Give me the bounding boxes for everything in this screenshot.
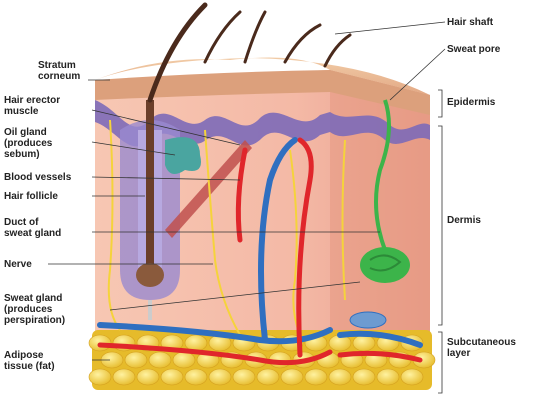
right-leader-lines: [334, 21, 446, 394]
label-epidermis: Epidermis: [447, 97, 496, 108]
label-nerve: Nerve: [4, 259, 32, 270]
label-sweat-pore: Sweat pore: [447, 44, 501, 55]
pacinian-corpuscle: [349, 311, 387, 329]
label-subcutaneous-layer: Subcutaneous layer: [447, 337, 516, 359]
fat-cell: [328, 368, 352, 386]
fat-cell: [172, 351, 196, 369]
label-dermis: Dermis: [447, 215, 481, 226]
hair-shafts: [147, 2, 352, 103]
fat-cell: [256, 368, 280, 386]
fat-cell: [280, 368, 304, 386]
fat-cell: [208, 368, 232, 386]
oil-gland: [165, 137, 201, 174]
veins: [97, 137, 423, 348]
left-leader-lines: [48, 79, 380, 361]
fat-cell: [352, 334, 376, 352]
fat-cell: [124, 351, 148, 369]
fat-cell: [352, 368, 376, 386]
label-duct-of-sweat-gland: Duct of sweat gland: [4, 217, 62, 239]
label-hair-erector-muscle: Hair erector muscle: [4, 95, 61, 117]
fat-cell: [304, 368, 328, 386]
label-adipose-tissue: Adipose tissue (fat): [4, 350, 55, 372]
fat-cell: [400, 368, 424, 386]
label-blood-vessels: Blood vessels: [4, 172, 72, 183]
fat-cell: [376, 368, 400, 386]
hair-follicle: [120, 100, 180, 320]
fat-cell: [148, 351, 172, 369]
nerves: [107, 119, 346, 336]
fat-cell: [160, 368, 184, 386]
fat-cell: [112, 368, 136, 386]
fat-cell: [232, 368, 256, 386]
label-hair-follicle: Hair follicle: [4, 191, 58, 202]
fat-cell: [88, 368, 112, 386]
fat-cell: [136, 368, 160, 386]
label-hair-shaft: Hair shaft: [447, 17, 494, 28]
epidermis-surface: [95, 57, 430, 115]
label-oil-gland: Oil gland (produces sebum): [4, 127, 53, 160]
sweat-gland: [360, 99, 410, 283]
label-stratum-corneum: Stratum corneum: [38, 60, 81, 82]
fat-cell: [184, 368, 208, 386]
label-sweat-gland: Sweat gland (produces perspiration): [4, 293, 66, 326]
